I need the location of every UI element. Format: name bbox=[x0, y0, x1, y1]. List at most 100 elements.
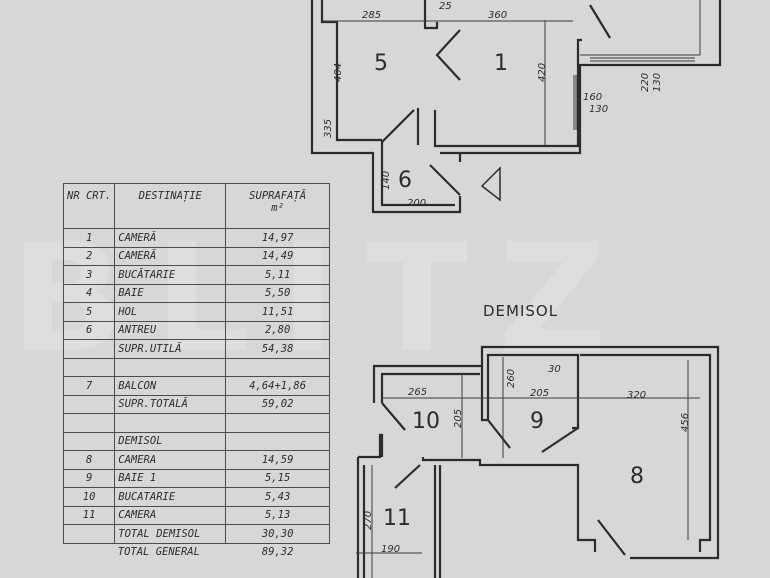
dimension-label: 404 bbox=[333, 63, 344, 82]
header-suprafata-label: SUPRAFAȚĂ bbox=[249, 190, 307, 202]
dimension-label: 140 bbox=[381, 171, 392, 190]
dimension-label: 130 bbox=[589, 104, 608, 115]
dimension-label: 360 bbox=[488, 10, 507, 21]
row-number: 9 bbox=[62, 468, 116, 488]
table-row bbox=[62, 413, 330, 433]
dimension-label: 205 bbox=[530, 388, 549, 399]
row-number: 8 bbox=[62, 450, 116, 470]
row-destination: BUCATARIE bbox=[114, 487, 227, 507]
row-destination: SUPR.TOTALĂ bbox=[114, 394, 227, 414]
row-number: 3 bbox=[62, 265, 116, 285]
row-destination: ANTREU bbox=[114, 320, 227, 340]
plan-title: DEMISOL bbox=[483, 302, 558, 320]
row-number: 4 bbox=[62, 283, 116, 303]
row-area: 59,02 bbox=[225, 394, 330, 414]
dimension-label: 260 bbox=[506, 369, 517, 388]
dimension-label: 160 bbox=[583, 92, 602, 103]
row-number: 11 bbox=[62, 505, 116, 525]
dimension-label: 335 bbox=[323, 119, 334, 138]
row-area: 5,43 bbox=[225, 487, 330, 507]
empty-cell bbox=[64, 543, 115, 561]
dimension-label: 265 bbox=[408, 387, 427, 398]
row-destination: SUPR.UTILĂ bbox=[114, 339, 227, 359]
row-destination: HOL bbox=[114, 302, 227, 322]
row-area: 14,59 bbox=[225, 450, 330, 470]
row-destination: TOTAL DEMISOL bbox=[114, 524, 227, 544]
row-destination: CAMERĂ bbox=[114, 228, 227, 248]
row-area bbox=[225, 413, 330, 433]
row-area: 14,97 bbox=[225, 228, 330, 248]
row-number bbox=[62, 524, 116, 544]
dimension-label: 130 bbox=[652, 73, 663, 92]
row-destination bbox=[114, 413, 227, 433]
north-arrow-icon bbox=[480, 166, 501, 202]
total-general-value: 89,32 bbox=[261, 546, 294, 559]
row-destination: CAMERĂ bbox=[114, 246, 227, 266]
row-destination: DEMISOL bbox=[114, 431, 227, 451]
dimension-label: 205 bbox=[453, 409, 464, 428]
row-area: 11,51 bbox=[225, 302, 330, 322]
row-destination: BALCON bbox=[114, 376, 227, 396]
dimension-label: 25 bbox=[439, 1, 452, 12]
row-number: 6 bbox=[62, 320, 116, 340]
row-destination bbox=[114, 357, 227, 377]
room-label: 11 bbox=[383, 506, 411, 531]
room-label: 1 bbox=[494, 51, 508, 76]
table-row: DEMISOL bbox=[62, 431, 330, 451]
row-destination: BUCĂTARIE bbox=[114, 265, 227, 285]
dimension-label: 285 bbox=[362, 10, 381, 21]
row-destination: CAMERA bbox=[114, 505, 227, 525]
row-area: 54,38 bbox=[225, 339, 330, 359]
basement-floor-plan: DEMISOL 10 9 8 11 265 205 320 30 260 205… bbox=[356, 302, 720, 578]
dimension-label: 420 bbox=[537, 63, 548, 82]
dimension-label: 270 bbox=[363, 511, 374, 530]
table-row-total-general: TOTAL GENERAL 89,32 bbox=[64, 543, 330, 561]
dimension-label: 320 bbox=[627, 390, 646, 401]
row-area: 14,49 bbox=[225, 246, 330, 266]
row-area: 2,80 bbox=[225, 320, 330, 340]
table-row bbox=[62, 357, 330, 377]
row-area: 4,64+1,86 bbox=[225, 376, 330, 396]
room-label: 10 bbox=[412, 409, 440, 434]
dimension-label: 30 bbox=[548, 364, 561, 375]
upper-floor-plan: 5 1 6 285 360 25 404 420 335 140 200 160… bbox=[310, 0, 722, 214]
room-label: 6 bbox=[398, 168, 412, 193]
dimension-label: 220 bbox=[640, 73, 651, 92]
header-destinatie: DESTINAȚIE bbox=[114, 183, 227, 229]
dimension-label: 456 bbox=[680, 413, 691, 432]
row-number: 5 bbox=[62, 302, 116, 322]
row-area bbox=[225, 431, 330, 451]
dimension-label: 200 bbox=[407, 198, 426, 209]
row-area: 5,13 bbox=[225, 505, 330, 525]
row-area: 5,50 bbox=[225, 283, 330, 303]
row-destination: CAMERA bbox=[114, 450, 227, 470]
row-area: 30,30 bbox=[225, 524, 330, 544]
total-general-label: TOTAL GENERAL bbox=[117, 546, 200, 559]
dimension-label: 190 bbox=[381, 544, 400, 555]
row-number bbox=[62, 413, 116, 433]
row-number bbox=[62, 431, 116, 451]
row-area bbox=[225, 357, 330, 377]
row-number: 7 bbox=[62, 376, 116, 396]
row-destination: BAIE bbox=[114, 283, 227, 303]
row-number: 1 bbox=[62, 228, 116, 248]
room-label: 5 bbox=[374, 51, 388, 76]
header-nr: NR CRT. bbox=[62, 183, 116, 229]
row-destination: BAIE 1 bbox=[114, 468, 227, 488]
row-number bbox=[62, 357, 116, 377]
